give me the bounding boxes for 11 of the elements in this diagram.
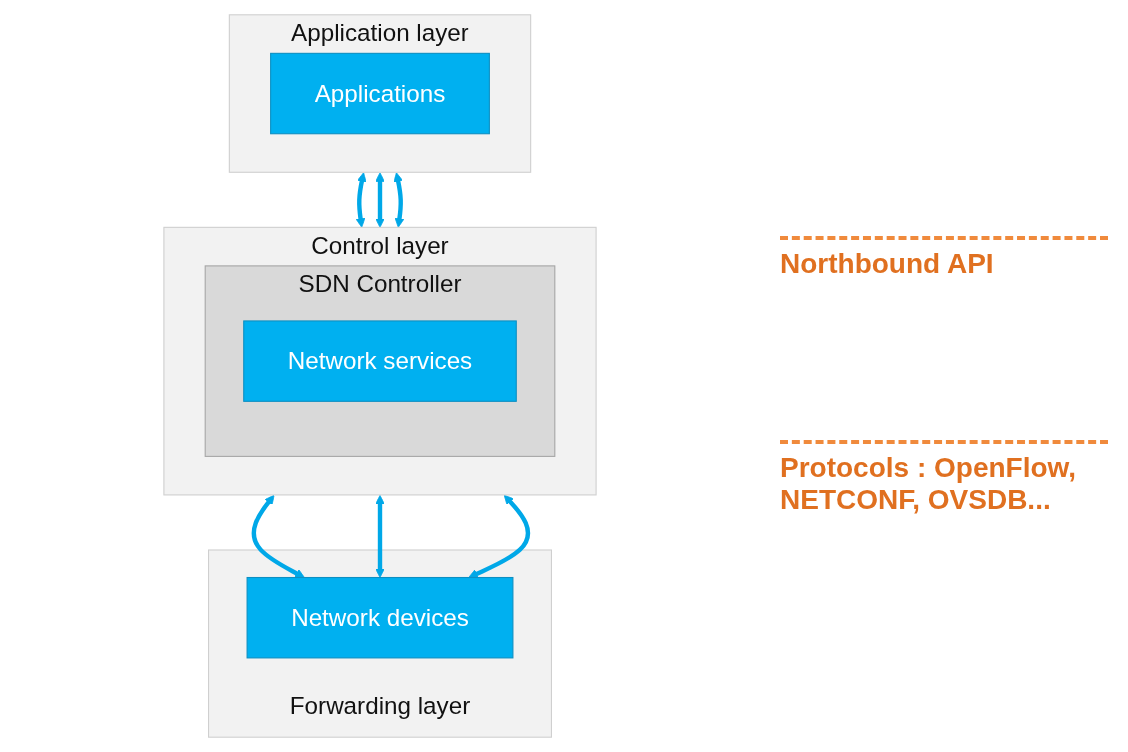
node-box: Applications bbox=[270, 52, 490, 135]
arrow bbox=[468, 494, 531, 579]
arrow bbox=[375, 494, 385, 578]
arrow bbox=[355, 172, 367, 228]
arrow bbox=[251, 494, 305, 578]
arrow bbox=[375, 172, 385, 228]
node-box: Network services bbox=[243, 320, 517, 402]
interface-label: Protocols : OpenFlow, NETCONF, OVSDB... bbox=[780, 440, 1108, 516]
node-box: Network devices bbox=[246, 576, 514, 659]
arrow bbox=[393, 172, 405, 228]
interface-label: Northbound API bbox=[780, 236, 1108, 280]
